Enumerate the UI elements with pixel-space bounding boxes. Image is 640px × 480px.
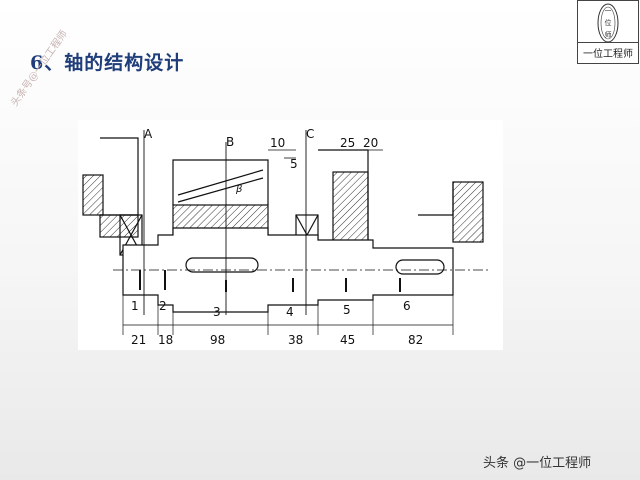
top-dim-5: 5 [290,157,298,171]
length-21: 21 [131,333,146,347]
right-housing [332,171,369,243]
length-38: 38 [288,333,303,347]
top-dim-25: 25 [340,136,355,150]
section-b-label: B [226,135,234,149]
coupling-hub [452,181,484,243]
segment-2: 2 [159,299,167,313]
footer-credit: 头条 @一位工程师 [483,456,592,471]
segment-1: 1 [131,299,139,313]
top-dim-20: 20 [363,136,378,150]
length-98: 98 [210,333,225,347]
segment-6: 6 [403,299,411,313]
keyway-gear [185,257,259,273]
length-45: 45 [340,333,355,347]
length-82: 82 [408,333,423,347]
logo-char-1: 一 [605,7,612,15]
left-housing-hatch [82,174,104,216]
segment-3: 3 [213,305,221,319]
gear-outline [172,159,269,205]
section-c-label: C [306,127,314,141]
length-18: 18 [158,333,173,347]
section-a-label: A [144,127,153,141]
slide-title: 6、轴的结构设计 [30,52,185,74]
logo-char-2: 位 [605,18,612,27]
segment-5: 5 [343,303,351,317]
shaft-drawing: A B C β 10 5 25 20 1 2 3 4 5 6 21 18 98 … [78,120,503,350]
logo: 一 位 师 一位工程师 [577,0,639,64]
shaft-drawing-svg: A B C β 10 5 25 20 1 2 3 4 5 6 21 18 98 … [82,127,488,347]
keyway-coupling [395,259,445,275]
logo-char-3: 师 [605,30,612,39]
top-dim-10: 10 [270,136,285,150]
logo-label: 一位工程师 [578,42,638,60]
beta-label: β [235,184,243,195]
segment-4: 4 [286,305,294,319]
logo-seal-icon: 一 位 师 [597,3,619,43]
left-housing [100,137,139,216]
